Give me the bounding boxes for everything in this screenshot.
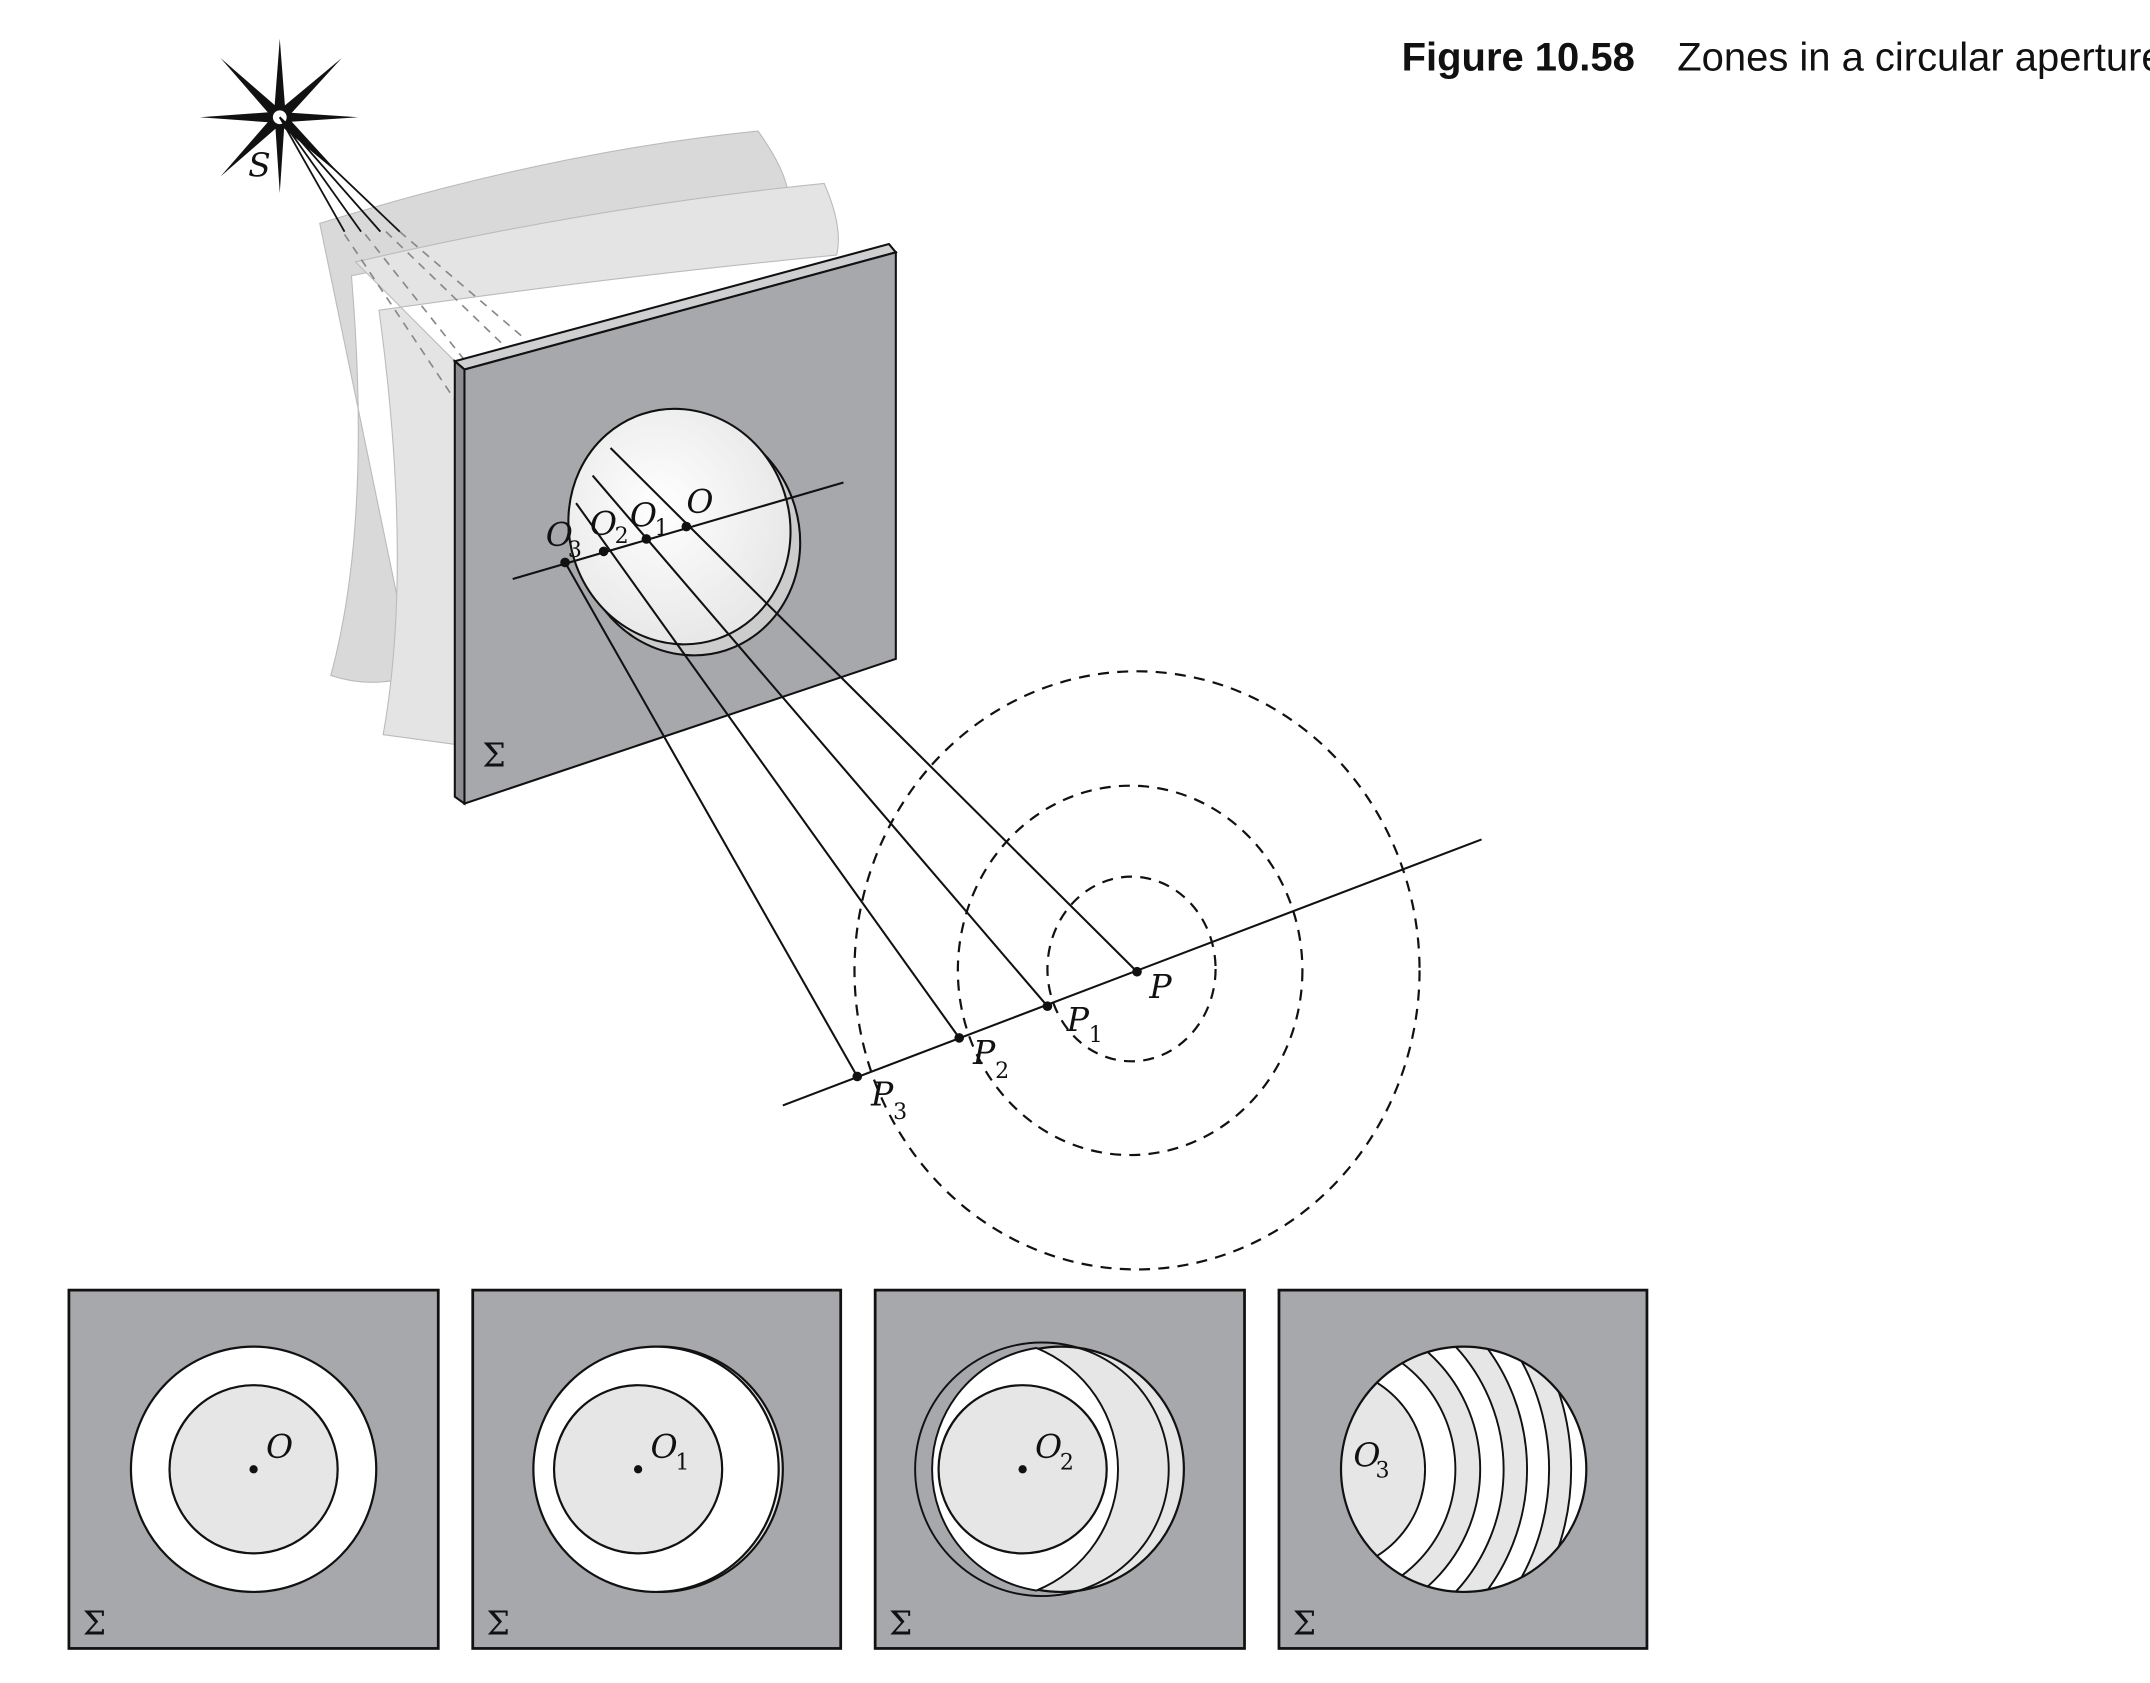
aperture-screen (452, 242, 898, 806)
panel-O2: O 2 Σ (873, 1288, 1246, 1650)
svg-text:2: 2 (1060, 1450, 1074, 1475)
label-P3: P (870, 1074, 894, 1113)
label-P2: P (972, 1033, 996, 1072)
svg-text:O: O (266, 1427, 293, 1466)
panel-O: O Σ (67, 1288, 440, 1650)
label-O: O (686, 482, 713, 521)
svg-text:1: 1 (655, 516, 669, 541)
svg-text:2: 2 (615, 524, 629, 549)
svg-text:3: 3 (893, 1100, 907, 1125)
observation-axis (782, 838, 1482, 1107)
ray-O-P (609, 447, 1138, 973)
svg-text:Σ: Σ (487, 1604, 510, 1643)
caption-text: Zones in a circular aperture. (1677, 35, 2150, 79)
ray-O2-P2 (575, 502, 961, 1039)
svg-text:Σ: Σ (1293, 1604, 1316, 1643)
label-P: P (1148, 967, 1172, 1006)
svg-text:3: 3 (568, 538, 582, 563)
label-O3: O (546, 515, 573, 554)
svg-text:O: O (1353, 1436, 1380, 1475)
svg-text:1: 1 (675, 1450, 689, 1475)
svg-text:Σ: Σ (889, 1604, 912, 1643)
zone-circles (853, 670, 1421, 1271)
svg-text:1: 1 (1089, 1023, 1103, 1048)
wavefronts (319, 130, 839, 745)
screen-sigma-label: Σ (482, 735, 505, 774)
label-P1: P (1066, 1000, 1090, 1039)
svg-text:2: 2 (995, 1059, 1009, 1084)
panel-O3: O 3 Σ (1277, 1288, 1649, 1650)
caption-number: Figure 10.58 (1402, 35, 1635, 79)
panel-O1: O 1 Σ (471, 1288, 843, 1650)
svg-text:O: O (1035, 1427, 1062, 1466)
source-star-icon (199, 38, 401, 233)
ray-O3-P3 (564, 561, 859, 1077)
source-label: S (248, 146, 271, 185)
points (560, 521, 1142, 1082)
svg-text:3: 3 (1375, 1459, 1389, 1484)
svg-text:Σ: Σ (83, 1604, 106, 1643)
svg-text:O: O (651, 1427, 678, 1466)
label-O1: O (630, 496, 657, 535)
ray-O1-P1 (591, 474, 1049, 1007)
label-O2: O (590, 504, 617, 543)
